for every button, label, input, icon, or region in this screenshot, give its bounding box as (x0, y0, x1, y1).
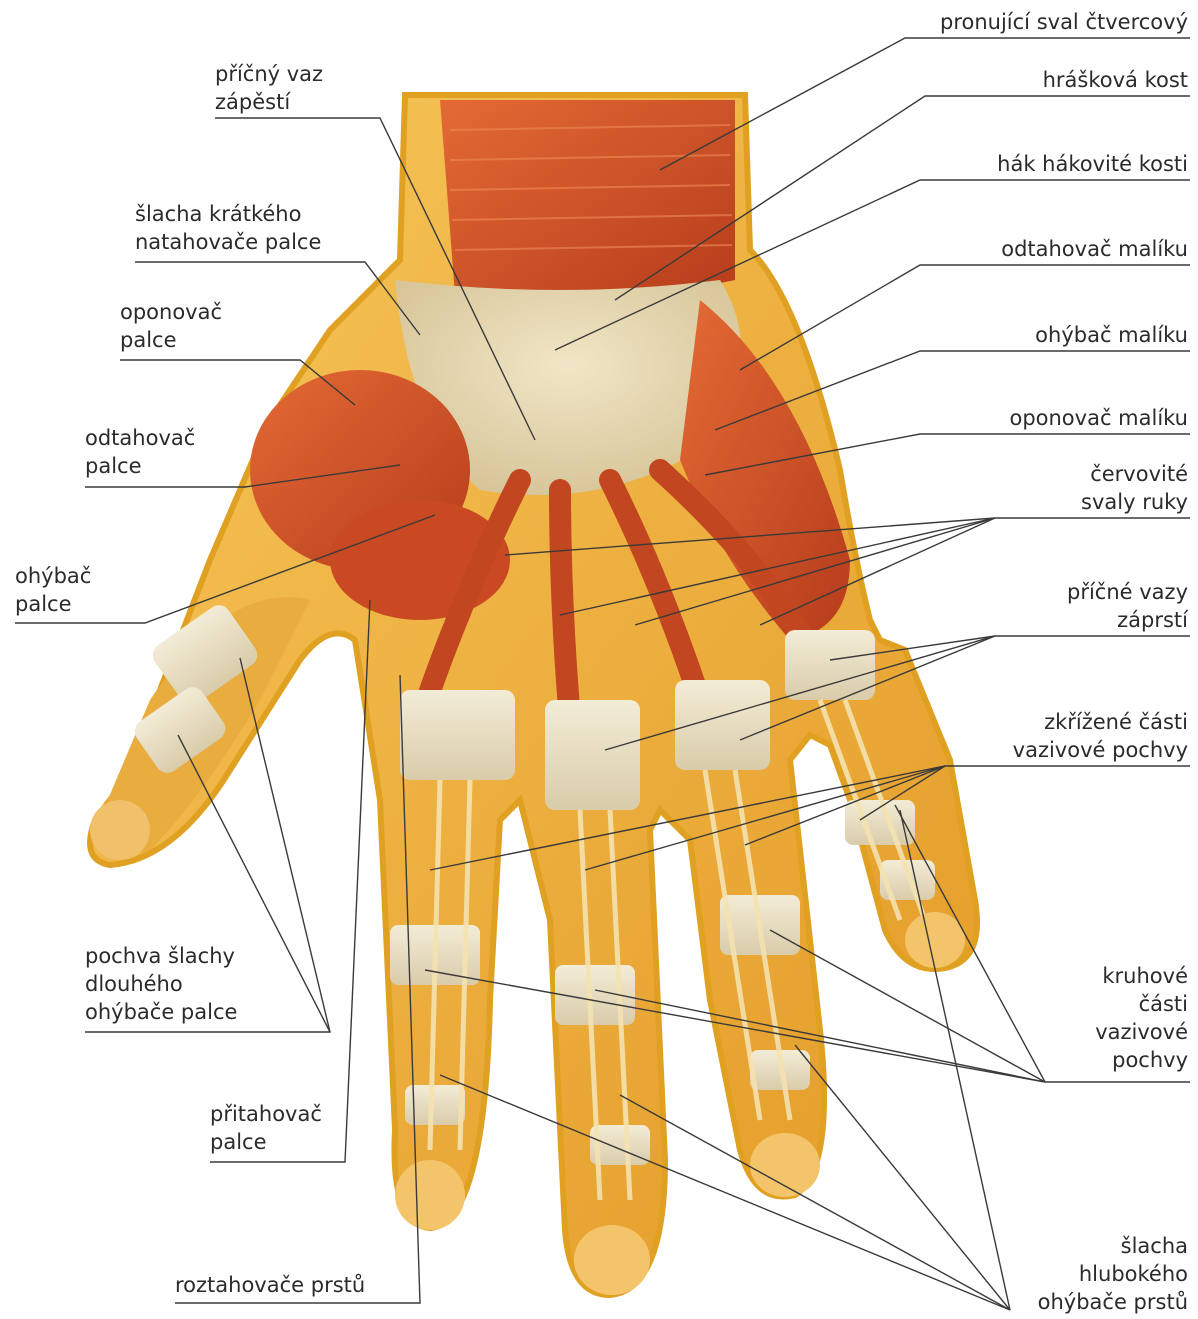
label-flexor-pollicis: ohýbač palce (15, 562, 91, 618)
label-transverse-metacarpal-ligaments: příčné vazy záprstí (1067, 578, 1188, 634)
label-finger-extensors: roztahovače prstů (175, 1271, 365, 1299)
label-opponens-pollicis: oponovač palce (120, 298, 222, 354)
label-cruciate-sheath: zkřížené části vazivové pochvy (1013, 708, 1188, 764)
label-opponens-digiti-minimi: oponovač malíku (1009, 404, 1188, 432)
label-flexor-pollicis-longus-sheath: pochva šlachy dlouhého ohýbače palce (85, 942, 237, 1026)
thumb (90, 597, 310, 860)
label-hamulus: hák hákovité kosti (997, 150, 1188, 178)
label-flexor-digiti-minimi: ohýbač malíku (1035, 321, 1188, 349)
label-abductor-pollicis: odtahovač palce (85, 424, 195, 480)
label-profundus-tendon: šlacha hlubokého ohýbače prstů (1038, 1232, 1188, 1316)
label-pisiform-bone: hrášková kost (1043, 66, 1188, 94)
label-annular-sheath: kruhové části vazivové pochvy (1095, 962, 1188, 1074)
label-transverse-carpal-ligament: příčný vaz zápěstí (215, 60, 323, 116)
label-pronator-quadratus: pronující sval čtvercový (940, 8, 1188, 36)
label-adductor-pollicis: přitahovač palce (210, 1100, 322, 1156)
label-abductor-digiti-minimi: odtahovač malíku (1001, 235, 1188, 263)
pronator-quadratus-muscle (440, 100, 735, 300)
label-extensor-pollicis-brevis: šlacha krátkého natahovače palce (135, 200, 321, 256)
label-lumbricals: červovité svaly ruky (1081, 460, 1188, 516)
